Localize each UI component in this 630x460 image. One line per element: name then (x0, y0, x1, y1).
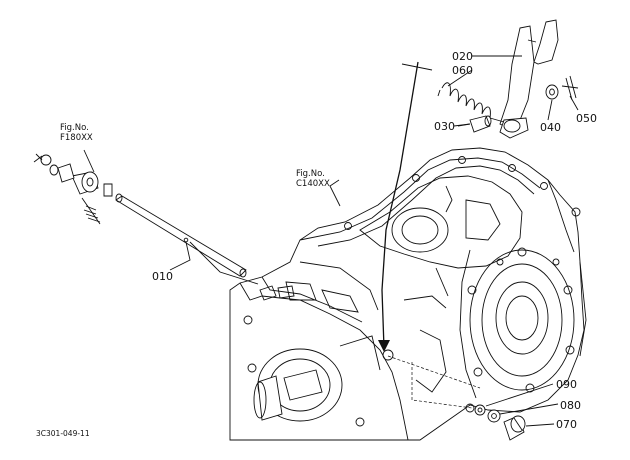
shift-fork-020 (499, 19, 559, 139)
callout-060: 060 (452, 64, 473, 77)
washer-040 (545, 84, 559, 100)
callout-040: 040 (540, 121, 561, 134)
diagram-code: 3C301-049-11 (36, 429, 90, 438)
spring-060 (437, 82, 505, 123)
ref-f180-line1: Fig.No. (60, 123, 89, 133)
callout-080: 080 (560, 399, 581, 412)
leader-lines (169, 55, 579, 427)
assembly-arrow (378, 61, 433, 352)
callout-020: 020 (452, 50, 473, 63)
reference-f180[interactable]: Fig.No. F180XX (60, 123, 93, 143)
callout-070: 070 (556, 418, 577, 431)
split-pin-050 (561, 75, 579, 101)
callout-030: 030 (434, 120, 455, 133)
reference-c140[interactable]: Fig.No. C140XX (296, 169, 330, 189)
shift-arm-subassembly (33, 149, 113, 225)
callout-090: 090 (556, 378, 577, 391)
washer-080 (487, 409, 501, 423)
pin-030 (453, 115, 492, 133)
o-ring-090 (474, 404, 486, 416)
ref-f180-line2: F180XX (60, 133, 93, 143)
ref-c140-line2: C140XX (296, 179, 330, 189)
drain-plug-set (474, 404, 526, 441)
callout-010: 010 (152, 270, 173, 283)
shift-rod-010 (115, 193, 259, 285)
callout-050: 050 (576, 112, 597, 125)
ref-c140-line1: Fig.No. (296, 169, 325, 179)
transmission-case (229, 147, 587, 441)
